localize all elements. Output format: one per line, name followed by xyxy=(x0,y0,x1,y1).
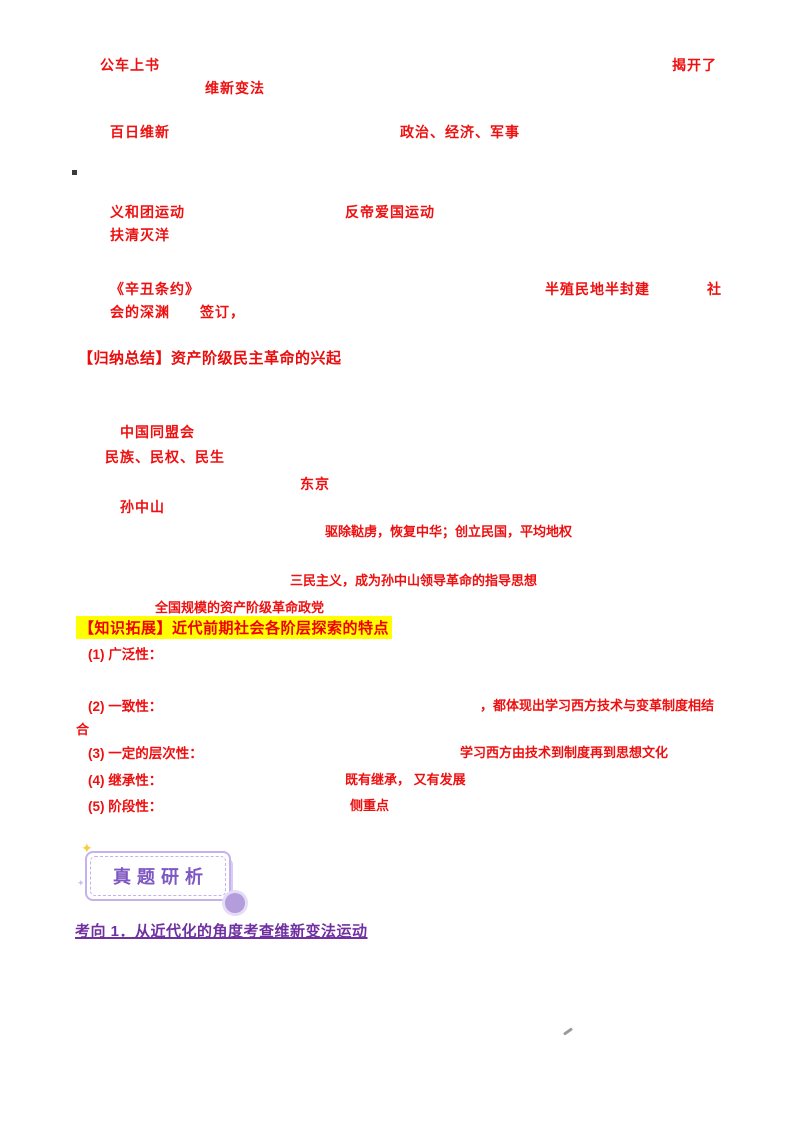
answer-fragment: 揭开了 xyxy=(672,57,717,73)
answer-fragment: 半殖民地半封建 xyxy=(545,281,650,297)
point-label: (1) 广泛性： xyxy=(88,647,163,662)
stray-mark xyxy=(72,170,77,175)
exam-direction-link[interactable]: 考向 1．从近代化的角度考查维新变法运动 xyxy=(75,923,368,940)
sparkle-icon: ✦ xyxy=(81,840,93,856)
point-label: (2) 一致性： xyxy=(88,699,163,714)
point-label: (3) 一定的层次性： xyxy=(88,746,203,761)
answer-fragment: 反帝爱国运动 xyxy=(345,204,435,220)
badge-frame: 真题研析 xyxy=(85,851,231,901)
point-answer-continuation: 合 xyxy=(76,722,90,737)
point-answer: 学习西方由技术到制度再到思想文化 xyxy=(460,745,669,760)
knowledge-expansion-heading: 【知识拓展】近代前期社会各阶层探索的特点 xyxy=(76,616,393,639)
point-answer: 侧重点 xyxy=(350,798,390,813)
answer-fragment: 社 xyxy=(707,281,722,297)
answer-fragment: 义和团运动 xyxy=(110,204,185,220)
answer-fragment: 驱除鞑虏，恢复中华；创立民国，平均地权 xyxy=(325,524,573,539)
sparkle-icon: ✦ xyxy=(77,878,85,888)
answer-fragment: 签订， xyxy=(200,304,245,320)
answer-fragment: 中国同盟会 xyxy=(120,424,195,440)
section-badge: 真题研析 ✦ ✦ xyxy=(77,841,245,913)
badge-title: 真题研析 xyxy=(113,867,209,887)
answer-fragment: 全国规模的资产阶级革命政党 xyxy=(155,600,325,615)
point-label: (4) 继承性： xyxy=(88,773,163,788)
answer-fragment: 公车上书 xyxy=(100,57,160,73)
answer-fragment: 会的深渊 xyxy=(110,304,170,320)
answer-fragment: 扶清灭洋 xyxy=(110,227,170,243)
point-label: (5) 阶段性： xyxy=(88,799,163,814)
answer-fragment: 政治、经济、军事 xyxy=(400,124,520,140)
answer-fragment: 民族、民权、民生 xyxy=(105,449,225,465)
circle-ornament xyxy=(225,893,245,913)
answer-fragment: 维新变法 xyxy=(205,80,265,96)
answer-fragment: 三民主义，成为孙中山领导革命的指导思想 xyxy=(290,573,538,588)
answer-fragment: 百日维新 xyxy=(110,124,170,140)
answer-fragment: 东京 xyxy=(300,476,330,492)
point-answer: ，都体现出学习西方技术与变革制度相结 xyxy=(480,698,715,713)
answer-fragment: 《辛丑条约》 xyxy=(110,281,200,297)
point-answer: 既有继承， 又有发展 xyxy=(345,772,466,787)
summary-heading: 【归纳总结】资产阶级民主革命的兴起 xyxy=(78,350,342,367)
stray-mark xyxy=(563,1027,573,1036)
answer-fragment: 孙中山 xyxy=(120,499,165,515)
